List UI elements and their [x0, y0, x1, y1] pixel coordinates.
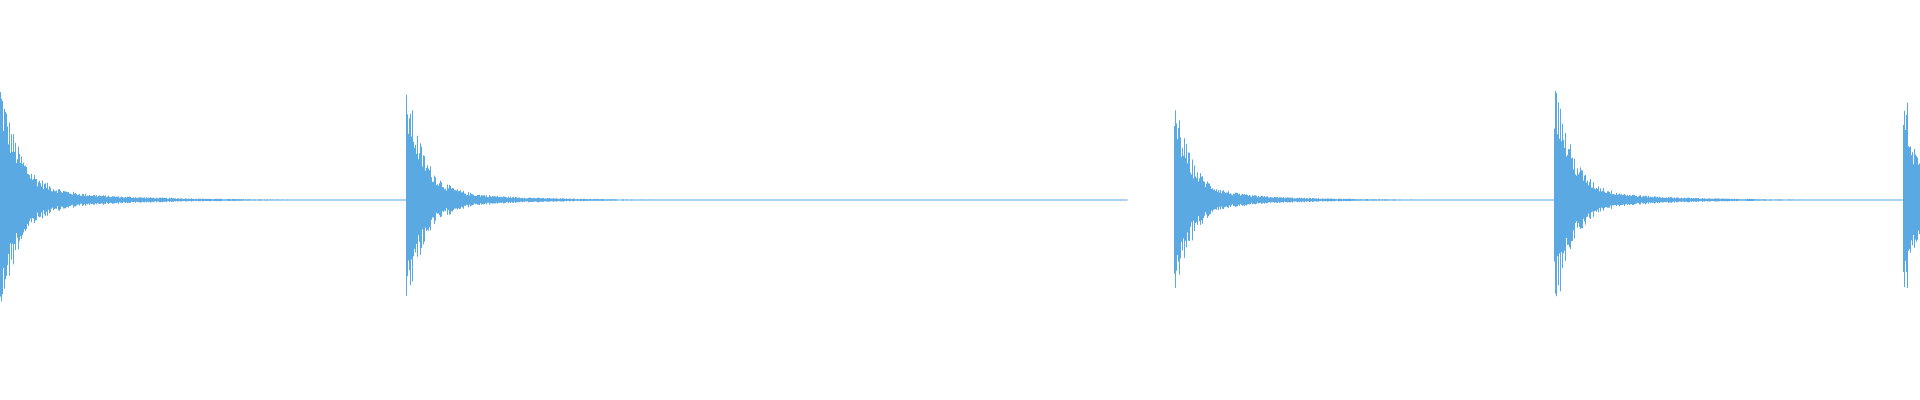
waveform-signal	[0, 90, 1920, 302]
